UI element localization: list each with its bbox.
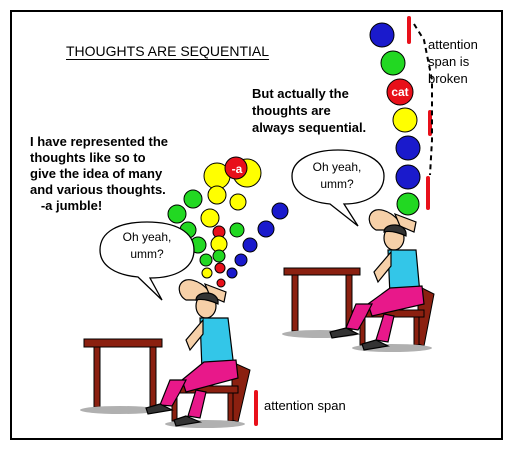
thought-bubble-left-16 (242, 237, 258, 253)
sequential-caption: But actually the thoughts are always seq… (252, 86, 367, 135)
thought-bubble-right-2 (380, 50, 406, 76)
attention-span-legend-label: attention span (264, 398, 346, 413)
speech-text-right: Oh yeah, umm? (312, 160, 362, 191)
thought-bubble-left-6 (183, 189, 203, 209)
desk-left (80, 338, 163, 414)
thought-bubble-left-17 (199, 253, 213, 267)
thought-bubble-left-20 (201, 267, 213, 279)
cat-thought-label-right: cat (391, 85, 409, 99)
thought-bubble-left-7 (167, 204, 187, 224)
comic-frame (10, 10, 503, 440)
jumble-caption: I have represented the thoughts like so … (30, 134, 168, 213)
thought-bubble-left-10 (257, 220, 275, 238)
thought-bubble-left-22 (226, 267, 238, 279)
thought-bubble-right-5 (395, 135, 421, 161)
speech-bubble-left (99, 221, 195, 301)
thought-bubble-right-4 (392, 107, 418, 133)
thought-bubble-right-1 (369, 22, 395, 48)
speech-text-left: Oh yeah, umm? (122, 230, 172, 261)
thought-bubble-left-18 (212, 249, 226, 263)
thought-bubble-left-23 (216, 278, 226, 288)
sequential-thought-bubbles (369, 22, 421, 216)
thought-bubble-left-3 (224, 156, 248, 180)
thought-bubble-left-11 (229, 222, 245, 238)
broken-attention-span (407, 16, 433, 210)
thinking-person-right (329, 209, 425, 351)
thought-bubble-right-3 (386, 78, 414, 106)
thought-bubble-left-8 (200, 208, 220, 228)
thought-bubble-right-7 (396, 192, 420, 216)
thought-bubble-left-21 (214, 262, 226, 274)
thought-bubble-right-6 (395, 164, 421, 190)
cat-thought-label-left: -a (231, 162, 243, 176)
speech-bubble-right (291, 149, 385, 227)
thinking-person-left (145, 279, 239, 427)
thought-bubble-left-4 (207, 185, 227, 205)
thought-bubble-left-5 (229, 193, 247, 211)
thought-bubble-left-19 (234, 253, 248, 267)
jumbled-thought-bubbles (167, 156, 289, 288)
thought-bubble-left-9 (271, 202, 289, 220)
attention-broken-label: attention span is broken (428, 37, 478, 86)
page-title: THOUGHTS ARE SEQUENTIAL (66, 43, 270, 59)
